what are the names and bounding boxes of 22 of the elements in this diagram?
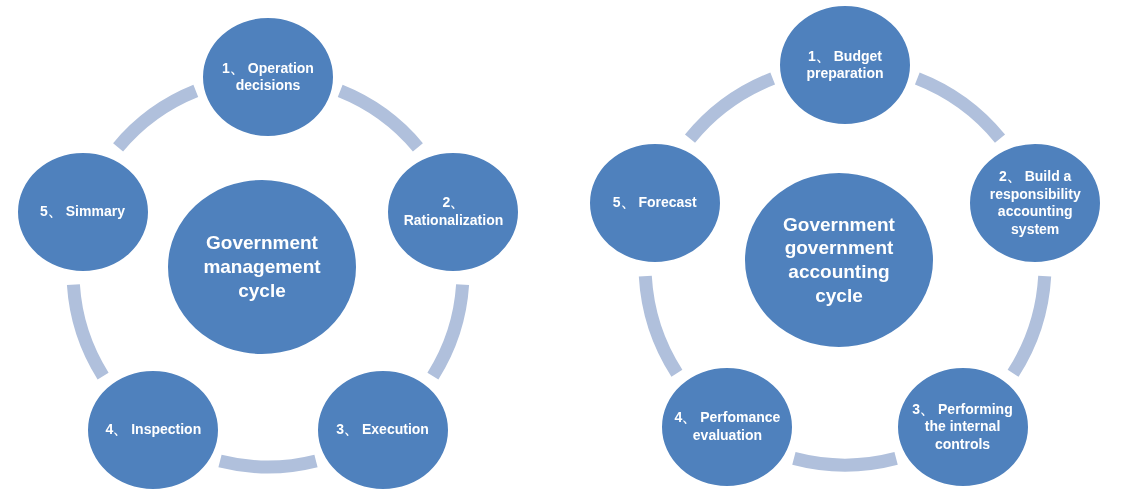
circle-label: 3、 Performing the internal controls	[911, 400, 1014, 454]
connector-arc	[427, 283, 470, 380]
connector-arc	[914, 72, 1005, 144]
circle-label: 5、 Forecast	[612, 194, 697, 212]
connector-arc	[66, 283, 109, 380]
circle-label: 3、 Execution	[336, 421, 429, 439]
circle-label: 2、 Rationalization	[402, 194, 505, 230]
circle-label: 2、 Build a responsibility accounting system	[988, 168, 1082, 239]
connector-arc	[638, 275, 683, 377]
circle-label: 4、 Inspection	[105, 421, 202, 439]
circle-label: Government government accounting cycle	[782, 212, 896, 308]
connector-arc	[792, 452, 898, 472]
circle-label: 1、 Budget preparation	[805, 47, 885, 83]
circle-label: 4、 Perfomance evaluation	[673, 409, 782, 445]
circle-label: 5、 Simmary	[40, 203, 125, 221]
connector-arc	[218, 454, 318, 474]
circle-label: Government management cycle	[202, 231, 322, 303]
connector-arc	[113, 85, 199, 152]
circle-label: 1、 Operation decisions	[221, 59, 315, 95]
connector-arc	[337, 85, 423, 152]
connector-arc	[685, 72, 776, 144]
connector-arc	[1007, 275, 1052, 377]
